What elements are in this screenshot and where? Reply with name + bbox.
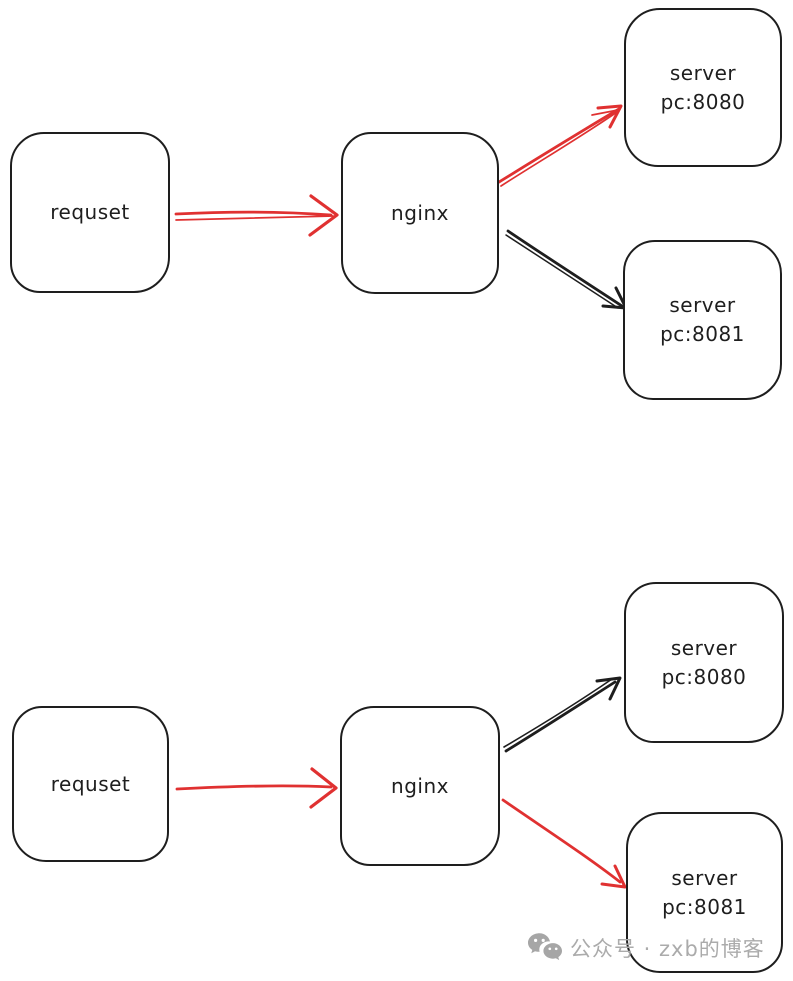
node-server-8080-bottom: server pc:8080: [624, 582, 784, 743]
node-server-8081-bottom: server pc:8081: [626, 812, 783, 973]
node-nginx-top: nginx: [341, 132, 499, 294]
wechat-icon: [528, 933, 562, 961]
node-nginx-bottom-label: nginx: [391, 773, 449, 798]
node-request-bottom-label: requset: [50, 771, 131, 796]
node-nginx-bottom: nginx: [340, 706, 500, 866]
node-server-8081-bottom-line2: pc:8081: [662, 894, 747, 919]
edge-bottom-request-to-nginx: [175, 767, 338, 809]
watermark: 公众号 · zxb的博客: [527, 932, 765, 964]
node-nginx-top-label: nginx: [391, 200, 449, 225]
node-request-top-label: requset: [50, 200, 130, 224]
node-server-8081-top-line1: server: [669, 293, 736, 317]
edge-bottom-nginx-to-server-8080: [503, 676, 622, 753]
node-server-8080-top: server pc:8080: [624, 8, 782, 167]
edge-bottom-nginx-to-server-8081: [501, 798, 627, 889]
node-server-8080-bottom-line1: server: [670, 635, 738, 660]
edge-top-nginx-to-server-8081: [505, 229, 628, 310]
node-request-top: requset: [10, 132, 170, 293]
node-server-8080-top-line1: server: [669, 60, 737, 85]
node-server-8080-top-line2: pc:8080: [660, 89, 746, 114]
node-server-8081-bottom-line1: server: [671, 865, 738, 890]
node-server-8081-top: server pc:8081: [623, 240, 782, 400]
node-server-8081-top-line2: pc:8081: [660, 322, 745, 346]
watermark-text: 公众号 · zxb的博客: [570, 937, 765, 961]
edge-top-request-to-nginx: [174, 194, 339, 237]
edge-top-nginx-to-server-8080: [497, 104, 623, 187]
node-server-8080-bottom-line2: pc:8080: [661, 664, 747, 689]
node-request-bottom: requset: [12, 706, 169, 862]
